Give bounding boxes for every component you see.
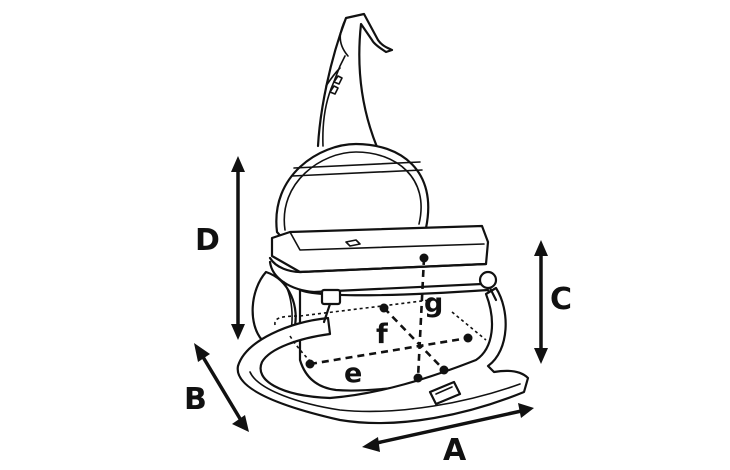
dimension-line-e: [309, 336, 469, 366]
label-e: e: [344, 358, 362, 389]
label-c: C: [550, 282, 572, 317]
dimension-line-g: [416, 257, 426, 379]
label-d: D: [195, 223, 220, 258]
label-g: g: [424, 288, 443, 319]
dimension-line-f: [383, 307, 445, 371]
open-lid: [275, 142, 430, 242]
hanging-strap: [316, 12, 394, 149]
dimension-arrow-b: [194, 343, 249, 432]
bag-rim: [268, 224, 490, 294]
shoulder-strap: [236, 286, 530, 425]
label-f: f: [376, 319, 388, 350]
dimension-arrow-d: [231, 156, 245, 340]
label-b: B: [184, 382, 207, 417]
dimension-arrow-c: [534, 240, 548, 364]
dimension-arrow-a: [362, 403, 534, 452]
label-a: A: [443, 433, 467, 468]
inner-dimension-lines: [274, 253, 487, 383]
strap-clips: [320, 270, 498, 324]
